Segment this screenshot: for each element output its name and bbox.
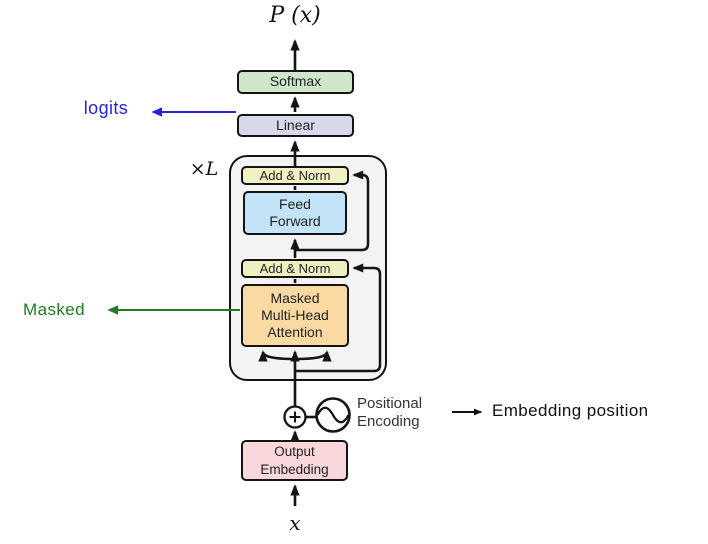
add-norm-top-box: Add & Norm: [241, 166, 349, 185]
add-norm-bottom-box: Add & Norm: [241, 259, 349, 278]
sine-wave-icon: [316, 406, 350, 424]
layer-repeat-label: ×L: [189, 158, 219, 180]
logits-annotation: logits: [83, 98, 129, 118]
sine-wave-circle-icon: [315, 397, 351, 433]
masked-annotation: Masked: [23, 300, 85, 319]
linear-box: Linear: [237, 114, 354, 137]
output-distribution-label: P (x): [269, 3, 321, 28]
input-token-label: x: [289, 511, 301, 535]
positional-encoding-label: Positional Encoding: [357, 395, 423, 431]
softmax-box: Softmax: [237, 70, 354, 94]
plus-sign-icon: [289, 411, 301, 423]
plus-circle-icon: [283, 405, 307, 429]
feed-forward-box: Feed Forward: [243, 191, 347, 235]
embedding-position-annotation: Embedding position: [492, 401, 649, 420]
masked-multi-head-attention-box: Masked Multi-Head Attention: [241, 284, 349, 347]
output-embedding-box: Output Embedding: [241, 440, 348, 481]
